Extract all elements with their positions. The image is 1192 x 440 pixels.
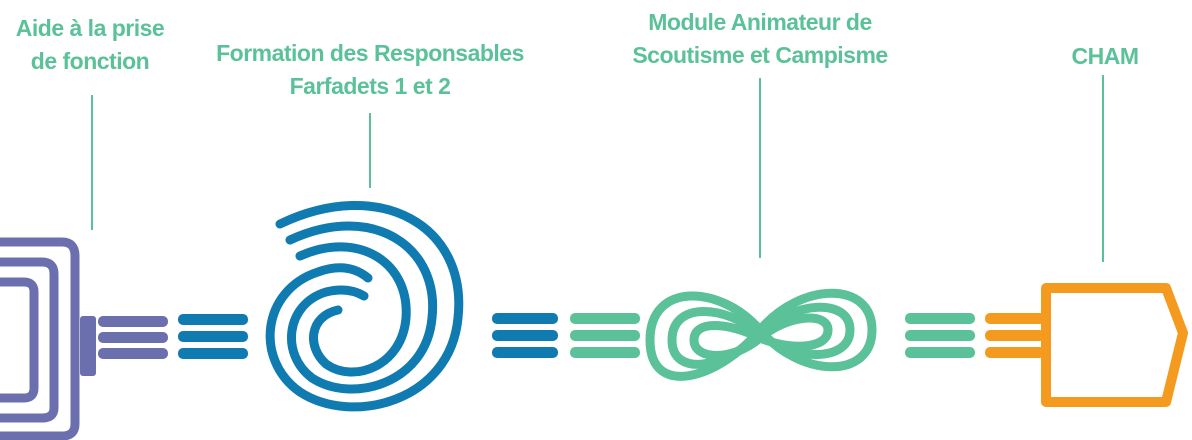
- step-1-label-line1: Aide à la prise: [15, 15, 165, 41]
- step-2-label: Formation des Responsables Farfadets 1 e…: [205, 37, 535, 103]
- step-3-label-line2: Scoutisme et Campisme: [632, 42, 888, 68]
- bracket-knot-icon: [0, 237, 96, 440]
- step-3-label: Module Animateur de Scoutisme et Campism…: [605, 6, 915, 72]
- step-2-label-line2: Farfadets 1 et 2: [289, 73, 451, 99]
- step-2-label-line1: Formation des Responsables: [216, 40, 524, 66]
- step-4-label-line1: CHAM: [1071, 43, 1140, 69]
- rope-segment-blue-right: [492, 313, 558, 358]
- rope-segment-purple: [98, 316, 168, 359]
- pentagon-knot-icon: [1041, 283, 1188, 407]
- rope-segment-blue-left: [178, 314, 248, 359]
- rope-segment-orange: [985, 313, 1045, 358]
- step-3-label-line1: Module Animateur de: [648, 9, 872, 35]
- rope-segment-green-right: [905, 313, 975, 358]
- spiral-knot-icon: [265, 200, 464, 412]
- rope-segment-green-left: [570, 313, 640, 358]
- infinity-knot-icon: [645, 288, 877, 381]
- step-1-label-line2: de fonction: [30, 48, 150, 74]
- step-1-label: Aide à la prise de fonction: [0, 12, 180, 78]
- step-4-label: CHAM: [1050, 40, 1160, 73]
